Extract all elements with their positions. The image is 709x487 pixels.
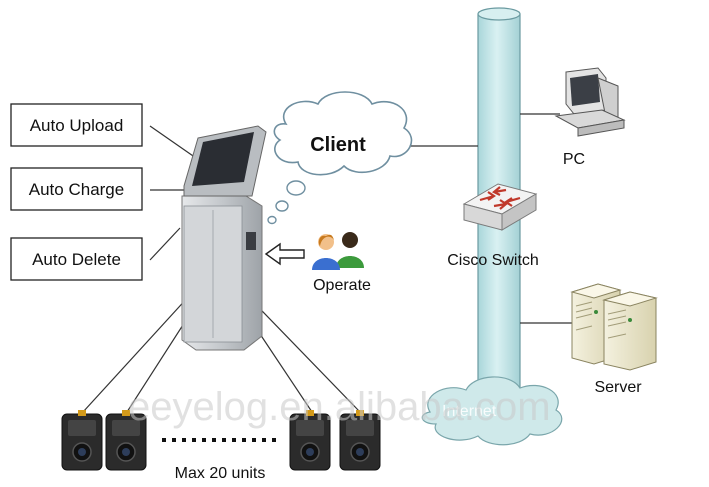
- body-camera-icon: [61, 410, 103, 471]
- switch-label: Cisco Switch: [447, 252, 539, 269]
- watermark: eeyelog.en.alibaba.com: [128, 385, 551, 429]
- body-camera-icon: [339, 410, 381, 471]
- client-cloud: Client: [267, 91, 413, 225]
- switch-icon: [462, 183, 538, 231]
- feature-label: Auto Delete: [32, 250, 121, 269]
- body-camera-icon: [289, 410, 331, 471]
- internet-cloud: Internet: [421, 376, 563, 446]
- server-icon: [570, 283, 658, 371]
- cameras-label: Max 20 units: [175, 465, 266, 482]
- server-label: Server: [594, 379, 642, 396]
- feature-auto-upload: Auto Upload: [10, 103, 143, 147]
- feature-label: Auto Upload: [30, 116, 124, 135]
- card-slot-icon: [246, 232, 256, 250]
- feature-auto-delete: Auto Delete: [10, 237, 143, 281]
- kiosk-station: [181, 125, 267, 351]
- feature-label: Auto Charge: [29, 180, 124, 199]
- pc-label: PC: [563, 151, 585, 168]
- body-camera-icon: [105, 410, 147, 471]
- internet-label: Internet: [442, 403, 497, 420]
- operators-icon: [312, 232, 364, 270]
- client-label: Client: [310, 134, 366, 156]
- operate-arrow-icon: [264, 242, 305, 266]
- pc-icon: [554, 67, 626, 137]
- kiosk-screen: [192, 132, 254, 186]
- feature-auto-charge: Auto Charge: [10, 167, 143, 211]
- operate-label: Operate: [313, 277, 371, 294]
